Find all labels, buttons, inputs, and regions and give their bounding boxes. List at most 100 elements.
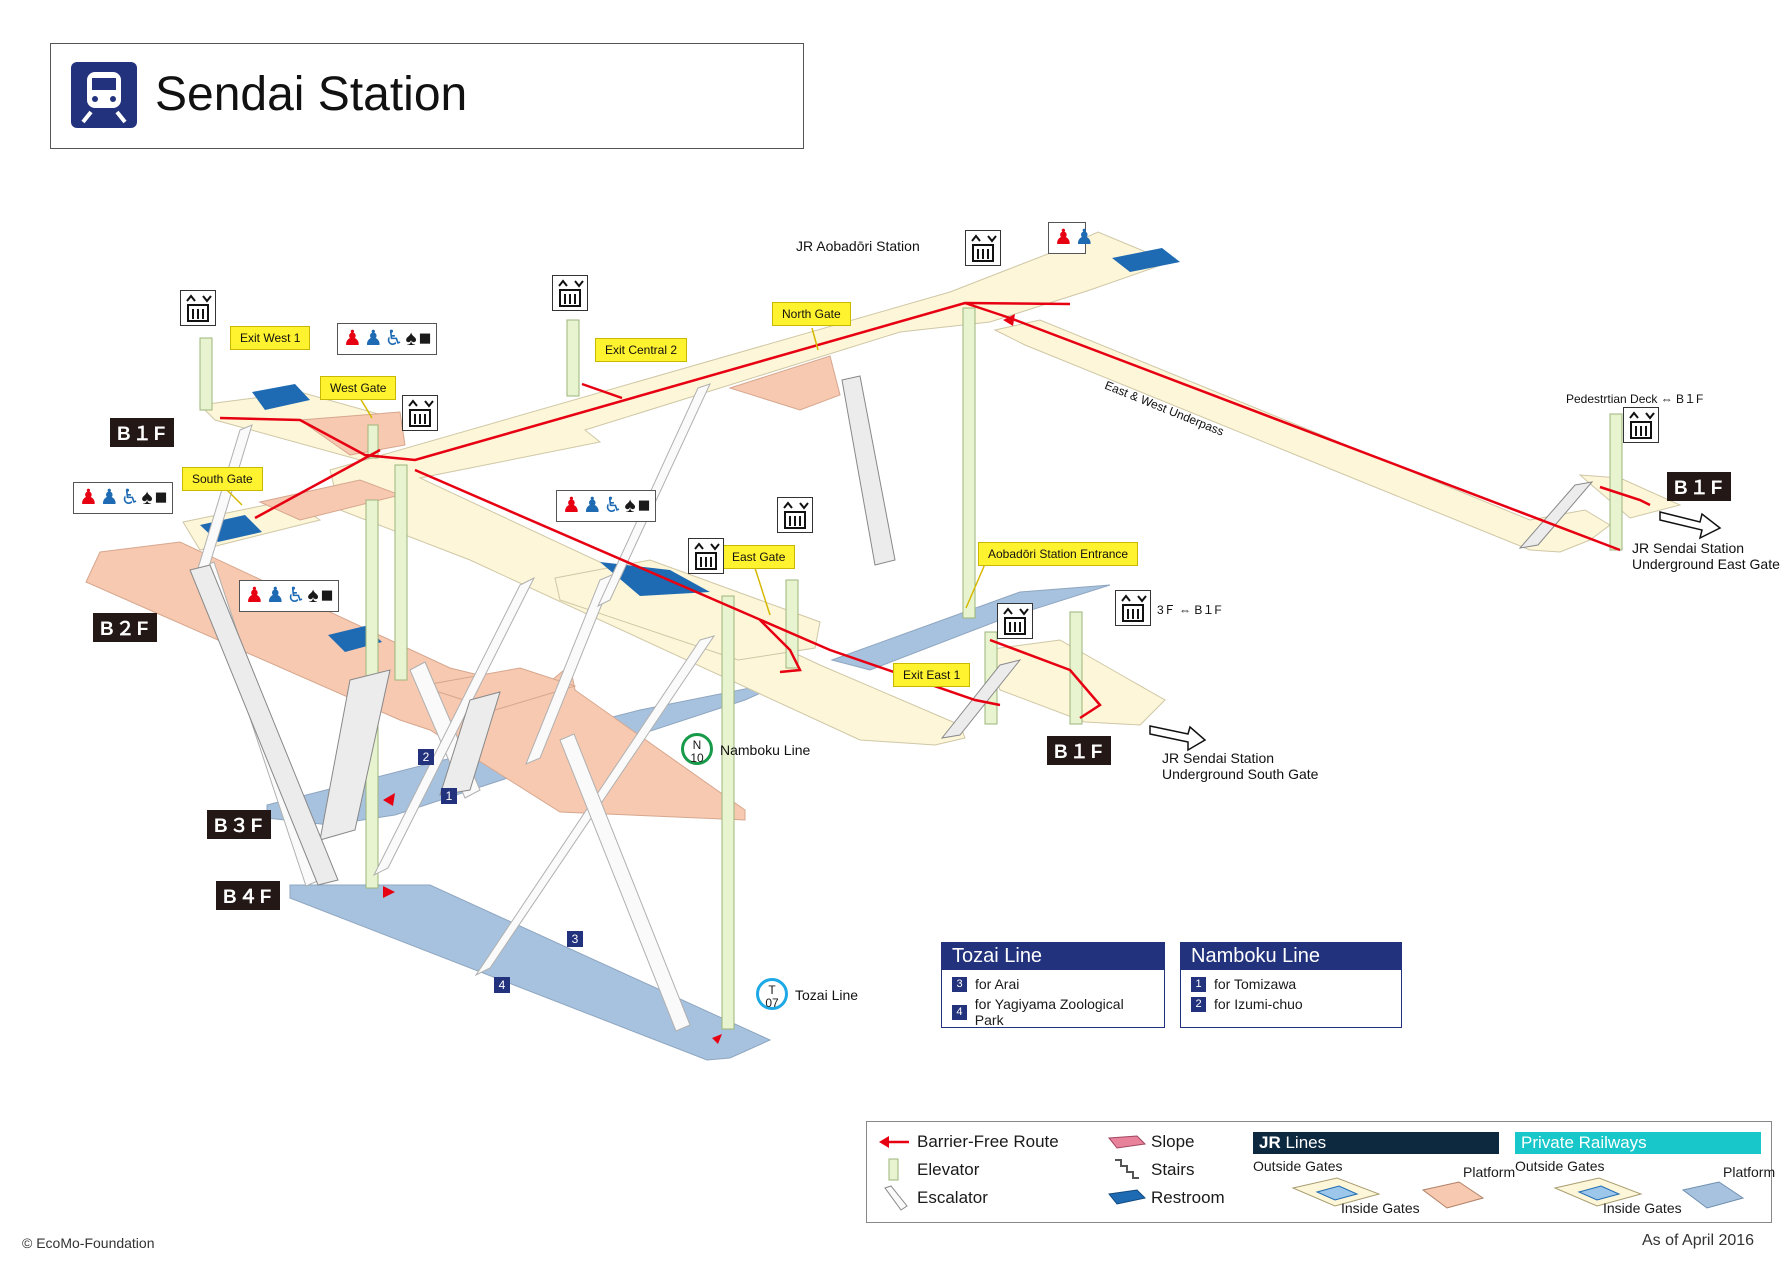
label-south-gate: South Gate bbox=[182, 467, 263, 491]
jr-outside-gates-label: Outside Gates bbox=[1253, 1158, 1343, 1174]
platform-number-3: 3 bbox=[567, 931, 583, 947]
copyright: © EcoMo-Foundation bbox=[22, 1235, 155, 1251]
elevator-key-icon bbox=[888, 1158, 899, 1181]
jr-platform-label: Platform bbox=[1463, 1164, 1516, 1180]
male-restroom-icon: ♟ bbox=[265, 584, 285, 607]
accessible-icon: ♿ bbox=[120, 486, 140, 509]
as-of-date: As of April 2016 bbox=[1642, 1232, 1755, 1249]
stairs-key-icon bbox=[1115, 1159, 1139, 1179]
elevator-icon bbox=[180, 290, 216, 326]
male-restroom-icon: ♟ bbox=[99, 486, 119, 509]
b4f-platform bbox=[289, 884, 772, 1061]
platform-number-1: 1 bbox=[441, 788, 457, 804]
label-leaders bbox=[224, 327, 986, 616]
destination-text: for Izumi-chuo bbox=[1214, 996, 1303, 1012]
female-restroom-icon: ♟ bbox=[1054, 226, 1073, 249]
aobadori-entrance-slab bbox=[830, 584, 1111, 671]
key-restroom: Restroom bbox=[1151, 1188, 1225, 1207]
jr-north-gate-zone bbox=[728, 355, 841, 411]
accessible-icon: ♿ bbox=[384, 327, 404, 350]
floor-b1f-east: B１F bbox=[1667, 472, 1732, 501]
tozai-legend-row: 3 for Arai bbox=[942, 974, 1164, 994]
title-box: Sendai Station bbox=[50, 43, 804, 149]
accessible-icon: ♿ bbox=[286, 584, 306, 607]
restroom-west bbox=[252, 384, 310, 410]
stairs bbox=[189, 375, 1594, 886]
private-platform-swatch bbox=[1681, 1181, 1745, 1209]
label-jr-south-gate: JR Sendai Station Underground South Gate bbox=[1162, 750, 1318, 782]
elevator-icon bbox=[402, 395, 438, 431]
restroom-icon-group: ♟♟ bbox=[1048, 222, 1094, 254]
barrier-free-arrow-icon bbox=[879, 1136, 909, 1148]
label-jr-east-gate-line2: Underground East Gate bbox=[1632, 556, 1780, 572]
key-slope: Slope bbox=[1151, 1132, 1195, 1151]
platform-number: 3 bbox=[952, 976, 967, 992]
jr-lines-header-bold: JR bbox=[1259, 1133, 1281, 1152]
baby-care-icon: ♠ bbox=[141, 486, 153, 509]
namboku-line-icon: N 10 bbox=[681, 733, 713, 765]
b1f-central-block bbox=[554, 559, 821, 661]
elevator-icon bbox=[552, 275, 588, 311]
label-east-gate: East Gate bbox=[722, 545, 796, 569]
key-escalator: Escalator bbox=[917, 1188, 988, 1207]
key-barrier-free: Barrier-Free Route bbox=[917, 1132, 1059, 1151]
restroom-key-icon bbox=[1108, 1189, 1147, 1205]
destination-text: for Arai bbox=[975, 976, 1020, 992]
private-outside-gates-swatch bbox=[1553, 1177, 1643, 1207]
jr-outside-gates-swatch bbox=[1291, 1177, 1381, 1207]
barrier-free-arrows bbox=[383, 314, 1015, 1044]
tozai-code-bottom: 07 bbox=[765, 996, 779, 1010]
key-stairs: Stairs bbox=[1151, 1160, 1195, 1179]
elevator-icon bbox=[997, 603, 1033, 639]
elevator-icon bbox=[965, 230, 1001, 266]
destination-text: for Tomizawa bbox=[1214, 976, 1297, 992]
label-jr-east-gate: JR Sendai Station Underground East Gate bbox=[1632, 540, 1780, 572]
jr-platform-swatch bbox=[1421, 1181, 1485, 1209]
map-key: Barrier-Free Route Elevator Escalator Sl… bbox=[866, 1121, 1776, 1223]
private-inside-gates-label: Inside Gates bbox=[1603, 1200, 1682, 1216]
floor-b2f: B２F bbox=[93, 613, 158, 642]
female-restroom-icon: ♟ bbox=[562, 494, 581, 517]
label-jr-south-gate-line2: Underground South Gate bbox=[1162, 766, 1319, 782]
label-jr-east-gate-line1: JR Sendai Station bbox=[1632, 540, 1745, 556]
male-restroom-icon: ♟ bbox=[363, 327, 383, 350]
tozai-line-icon: T 07 bbox=[756, 978, 788, 1010]
restroom-icon-group: ♟♟♿♠■ bbox=[337, 323, 437, 355]
namboku-legend-title: Namboku Line bbox=[1181, 943, 1401, 970]
label-pedestrian-deck: Pedestrtian Deck ⇔ B１F bbox=[1566, 392, 1704, 406]
floor-b4f: B４F bbox=[216, 881, 281, 910]
tozai-legend-row: 4 for Yagiyama Zoological Park bbox=[942, 994, 1164, 1030]
label-tozai-line: Tozai Line bbox=[795, 987, 859, 1003]
private-platform-label: Platform bbox=[1723, 1164, 1776, 1180]
elevator-icon bbox=[688, 538, 724, 574]
female-restroom-icon: ♟ bbox=[79, 486, 98, 509]
ostomate-icon: ■ bbox=[154, 486, 168, 509]
restroom-center bbox=[600, 562, 710, 596]
namboku-legend-row: 2 for Izumi-chuo bbox=[1181, 994, 1401, 1014]
elevator-icon bbox=[777, 497, 813, 533]
floor-b1f-west: B１F bbox=[110, 418, 175, 447]
restroom-top bbox=[1112, 248, 1180, 272]
elevator-shafts bbox=[199, 307, 1623, 1030]
elevator-icon bbox=[1115, 590, 1151, 626]
baby-care-icon: ♠ bbox=[307, 584, 319, 607]
restroom-icon-group: ♟♟♿♠■ bbox=[556, 490, 656, 522]
female-restroom-icon: ♟ bbox=[343, 327, 362, 350]
namboku-legend-row: 1 for Tomizawa bbox=[1181, 974, 1401, 994]
namboku-code-bottom: 10 bbox=[690, 751, 704, 765]
ostomate-icon: ■ bbox=[418, 327, 432, 350]
jr-inside-gates-label: Inside Gates bbox=[1341, 1200, 1420, 1216]
page-title: Sendai Station bbox=[155, 68, 468, 121]
male-restroom-icon: ♟ bbox=[582, 494, 602, 517]
floor-b3f: B３F bbox=[207, 810, 272, 839]
tozai-legend-title: Tozai Line bbox=[942, 943, 1164, 970]
ostomate-icon: ■ bbox=[637, 494, 651, 517]
platform-number-4: 4 bbox=[494, 977, 510, 993]
restroom-icon-group: ♟♟♿♠■ bbox=[239, 580, 339, 612]
private-outside-gates-label: Outside Gates bbox=[1515, 1158, 1605, 1174]
label-exit-central-2: Exit Central 2 bbox=[595, 338, 688, 362]
label-jr-aobadori: JR Aobadōri Station bbox=[796, 238, 920, 254]
arrow-to-jr-south-gate bbox=[1149, 725, 1207, 752]
escalator-key-icon bbox=[884, 1185, 908, 1211]
